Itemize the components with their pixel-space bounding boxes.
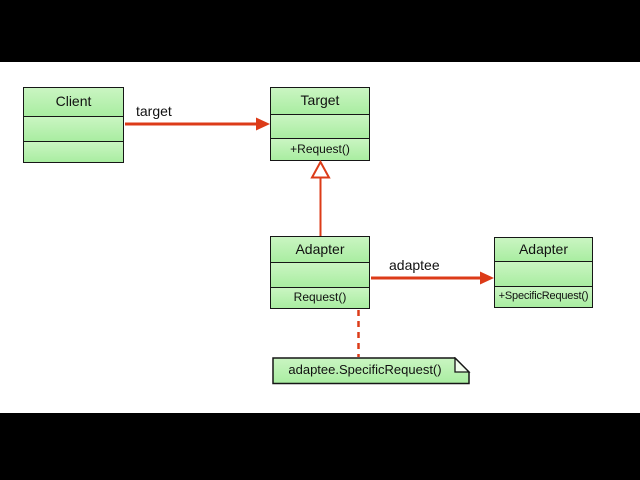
- class-box-adaptee: Adapter +SpecificRequest(): [494, 237, 593, 308]
- note-fold-icon: [454, 357, 471, 373]
- letterbox-top: [0, 0, 640, 62]
- class-box-target: Target +Request(): [270, 87, 370, 161]
- hollow-triangle-icon: [310, 159, 331, 179]
- note-text: adaptee.SpecificRequest(): [288, 362, 442, 377]
- target-association-arrow: [125, 117, 270, 131]
- class-target-methods: +Request(): [271, 138, 369, 160]
- generalization-arrow: [310, 159, 331, 236]
- class-box-adapter: Adapter Request(): [270, 236, 370, 309]
- adaptee-association-arrow: [371, 271, 494, 285]
- diagram-canvas: Client Target +Request() Adapter Request…: [0, 62, 640, 413]
- class-client-title: Client: [24, 88, 123, 116]
- class-adaptee-methods: +SpecificRequest(): [495, 286, 592, 307]
- arrowhead-icon: [480, 271, 494, 285]
- letterbox-bottom: [0, 413, 640, 480]
- note-shape: [272, 357, 471, 385]
- class-target-title: Target: [271, 88, 369, 114]
- class-client-methods: [24, 141, 123, 162]
- class-client-attributes: [24, 116, 123, 141]
- class-adapter-methods: Request(): [271, 287, 369, 308]
- uml-note: adaptee.SpecificRequest(): [272, 357, 471, 385]
- class-adapter-title: Adapter: [271, 237, 369, 262]
- class-adaptee-title: Adapter: [495, 238, 592, 261]
- association-label-adaptee: adaptee: [389, 257, 440, 273]
- arrowhead-icon: [256, 117, 270, 131]
- association-label-target: target: [136, 103, 172, 119]
- class-adaptee-attributes: [495, 261, 592, 286]
- class-adapter-attributes: [271, 262, 369, 287]
- class-box-client: Client: [23, 87, 124, 163]
- class-target-attributes: [271, 114, 369, 138]
